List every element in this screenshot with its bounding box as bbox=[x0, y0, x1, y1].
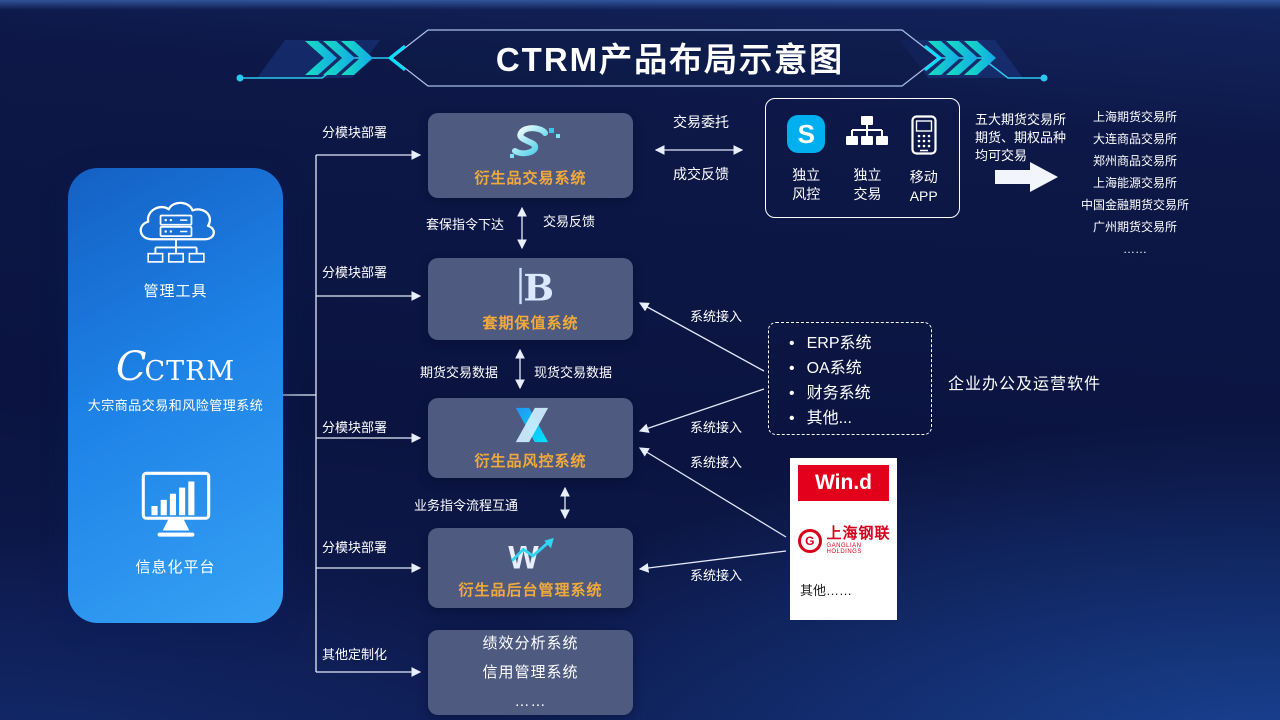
ctrm-platform-panel: 管理工具 CCTRM 大宗商品交易和风险管理系统 信息化平台 bbox=[68, 168, 283, 623]
flow-label-deal-feedback: 成交反馈 bbox=[673, 166, 729, 182]
exchange-item: 中国金融期货交易所 bbox=[1080, 198, 1189, 212]
trading-channels-box: S 独立 风控 独立 交易 bbox=[765, 98, 960, 218]
exchange-item: 上海期货交易所 bbox=[1092, 110, 1177, 124]
flow-label-trade-feedback: 交易反馈 bbox=[543, 214, 596, 229]
monitor-chart-icon bbox=[141, 471, 210, 537]
svg-text:W: W bbox=[508, 539, 539, 574]
office-software-item: 财务系统 bbox=[789, 381, 931, 406]
channel-label: 移动 APP bbox=[909, 169, 938, 204]
vendors-others-label: 其他…… bbox=[800, 582, 853, 598]
flow-label-futures-data: 期货交易数据 bbox=[420, 365, 499, 380]
title-banner-decor bbox=[236, 29, 1048, 87]
exchange-item: 大连商品交易所 bbox=[1092, 132, 1177, 146]
ganglian-name: 上海钢联 bbox=[826, 525, 891, 542]
office-software-item: OA系统 bbox=[789, 356, 931, 381]
skype-icon: S bbox=[787, 115, 826, 153]
exchange-item: 上海能源交易所 bbox=[1092, 176, 1177, 190]
data-vendors-card: Win.d G 上海钢联 GANGLIAN HOLDINGS 其他…… bbox=[790, 458, 897, 620]
flow-label-spot-data: 现货交易数据 bbox=[534, 365, 613, 380]
management-tools-label: 管理工具 bbox=[143, 283, 208, 300]
flow-connectors bbox=[283, 145, 787, 677]
flow-label-order-submit: 交易委托 bbox=[673, 114, 729, 130]
module-backoffice-system: W 衍生品后台管理系统 bbox=[428, 528, 633, 608]
office-software-item: 其他... bbox=[789, 406, 931, 431]
exchange-item: 郑州商品交易所 bbox=[1092, 154, 1177, 168]
backoffice-system-logo: W bbox=[508, 537, 554, 574]
system-access-label: 系统接入 bbox=[690, 309, 743, 324]
flow-label-hedge-order: 套保指令下达 bbox=[426, 217, 505, 232]
module-risk-system: 衍生品风控系统 bbox=[428, 398, 633, 478]
system-access-label: 系统接入 bbox=[690, 420, 743, 435]
module-trading-system: 衍生品交易系统 bbox=[428, 113, 633, 198]
customization-label: 其他定制化 bbox=[322, 647, 388, 662]
info-platform-label: 信息化平台 bbox=[135, 559, 216, 576]
deploy-label: 分模块部署 bbox=[322, 125, 388, 140]
flow-label-process-link: 业务指令流程互通 bbox=[414, 498, 519, 513]
channel-independent-trading: 独立 交易 bbox=[846, 115, 889, 204]
risk-system-logo bbox=[515, 407, 548, 443]
ganglian-subtitle: GANGLIAN HOLDINGS bbox=[826, 542, 862, 556]
exchange-item: 广州期货交易所 bbox=[1092, 220, 1177, 234]
org-chart-icon bbox=[846, 116, 889, 145]
exchanges-arrow-icon bbox=[995, 162, 1058, 192]
server-cloud-icon bbox=[139, 201, 215, 263]
ganglian-logo-icon: G bbox=[798, 528, 822, 553]
module-hedging-system: B 套期保值系统 bbox=[428, 258, 633, 340]
page-title: CTRM产品布局示意图 bbox=[495, 41, 845, 78]
module-title: 衍生品风控系统 bbox=[474, 453, 587, 470]
platform-subtitle: 大宗商品交易和风险管理系统 bbox=[87, 398, 264, 413]
system-access-label: 系统接入 bbox=[690, 568, 743, 583]
module-title: 套期保值系统 bbox=[482, 315, 579, 332]
office-software-caption: 企业办公及运营软件 bbox=[948, 376, 1102, 393]
channel-independent-risk: S 独立 风控 bbox=[787, 115, 826, 204]
hedging-system-logo: B bbox=[518, 266, 554, 307]
trading-system-logo bbox=[509, 124, 560, 158]
module-other-systems: 绩效分析系统 信用管理系统 …… bbox=[428, 630, 633, 715]
chevron-arrows-icon bbox=[305, 41, 996, 75]
channel-label: 独立 交易 bbox=[853, 167, 882, 202]
module-line: …… bbox=[514, 692, 547, 710]
skype-glyph: S bbox=[797, 118, 815, 149]
office-software-item: ERP系统 bbox=[789, 331, 931, 356]
exchange-note: 五大期货交易所 期货、期权品种 均可交易 bbox=[975, 112, 1067, 163]
exchange-item: …… bbox=[1123, 242, 1147, 256]
office-software-box: ERP系统 OA系统 财务系统 其他... bbox=[768, 322, 932, 435]
brand-rest: CTRM bbox=[144, 356, 236, 387]
module-title: 衍生品后台管理系统 bbox=[458, 582, 603, 599]
deploy-label: 分模块部署 bbox=[322, 540, 388, 555]
brand-initial: C bbox=[115, 344, 147, 390]
deploy-label: 分模块部署 bbox=[322, 265, 388, 280]
module-line: 绩效分析系统 bbox=[482, 634, 579, 652]
system-access-label: 系统接入 bbox=[690, 455, 743, 470]
ctrm-brand: CCTRM bbox=[116, 347, 235, 387]
deploy-label: 分模块部署 bbox=[322, 420, 388, 435]
mobile-phone-icon bbox=[911, 115, 937, 155]
module-line: 信用管理系统 bbox=[482, 663, 579, 681]
svg-text:B: B bbox=[523, 266, 554, 307]
ganglian-logo: G 上海钢联 GANGLIAN HOLDINGS bbox=[798, 525, 897, 556]
channel-label: 独立 风控 bbox=[792, 167, 821, 202]
wind-logo: Win.d bbox=[798, 465, 889, 501]
module-title: 衍生品交易系统 bbox=[474, 169, 587, 187]
exchange-list: 上海期货交易所 大连商品交易所 郑州商品交易所 上海能源交易所 中国金融期货交易… bbox=[1064, 106, 1206, 260]
channel-mobile-app: 移动 APP bbox=[910, 115, 938, 206]
